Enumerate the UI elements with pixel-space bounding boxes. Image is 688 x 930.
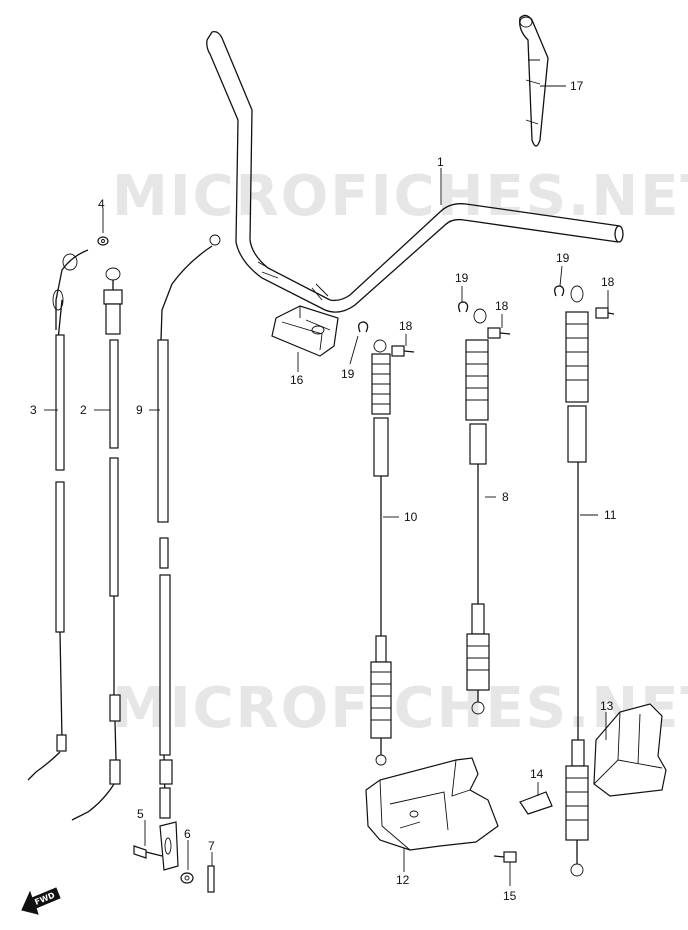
bolt-15	[493, 851, 517, 863]
callout-15: 15	[503, 889, 517, 903]
handlebar	[206, 30, 624, 313]
bracket-13	[593, 703, 667, 797]
callout-8: 8	[502, 490, 509, 504]
callout-16: 16	[290, 373, 304, 387]
callout-19-left: 19	[341, 367, 355, 381]
clip-14	[519, 791, 553, 815]
callout-10: 10	[404, 510, 418, 524]
callout-3: 3	[30, 403, 37, 417]
callout-12: 12	[396, 873, 410, 887]
cable-3	[27, 249, 89, 781]
bolt-18-mid	[487, 327, 511, 339]
callout-17: 17	[570, 79, 584, 93]
callout-18-right: 18	[601, 275, 615, 289]
callout-11: 11	[604, 508, 617, 522]
cable-11	[565, 285, 589, 877]
clip-6	[159, 821, 194, 884]
callout-13: 13	[600, 699, 614, 713]
washer-4	[97, 236, 109, 246]
bracket-12	[365, 757, 499, 851]
lever-17	[519, 14, 549, 147]
bolt-5	[133, 845, 163, 859]
bracket-16	[271, 305, 339, 357]
callout-4: 4	[98, 197, 105, 211]
cable-9	[157, 234, 221, 819]
clip-19-right	[554, 285, 565, 297]
callout-18-mid: 18	[495, 299, 509, 313]
clip-19-mid	[458, 301, 469, 313]
callout-19-mid: 19	[455, 271, 469, 285]
callout-labels: 1 2 3 4 5 6 7 8 9 10 11 12 13 14 15 16 1…	[30, 79, 617, 903]
callout-1: 1	[437, 155, 444, 169]
fwd-arrow-icon: FWD	[21, 887, 61, 915]
cable-8	[465, 308, 490, 715]
bolt-18-left	[391, 345, 415, 357]
clip-19-left	[358, 321, 369, 333]
callout-6: 6	[184, 827, 191, 841]
callout-9: 9	[136, 403, 143, 417]
callout-7: 7	[208, 839, 215, 853]
watermark-top: MICROFICHES.NET	[112, 164, 688, 229]
callout-2: 2	[80, 403, 87, 417]
callout-5: 5	[137, 807, 144, 821]
leader-lines	[44, 85, 609, 886]
cable-2	[71, 267, 123, 821]
bolt-18-right	[595, 307, 615, 319]
callout-14: 14	[530, 767, 544, 781]
cable-10	[370, 339, 392, 766]
pin-7	[207, 865, 215, 893]
callout-18-left: 18	[399, 319, 413, 333]
callout-19-right: 19	[556, 251, 570, 265]
watermark-bottom: MICROFICHES.NET	[112, 676, 688, 741]
